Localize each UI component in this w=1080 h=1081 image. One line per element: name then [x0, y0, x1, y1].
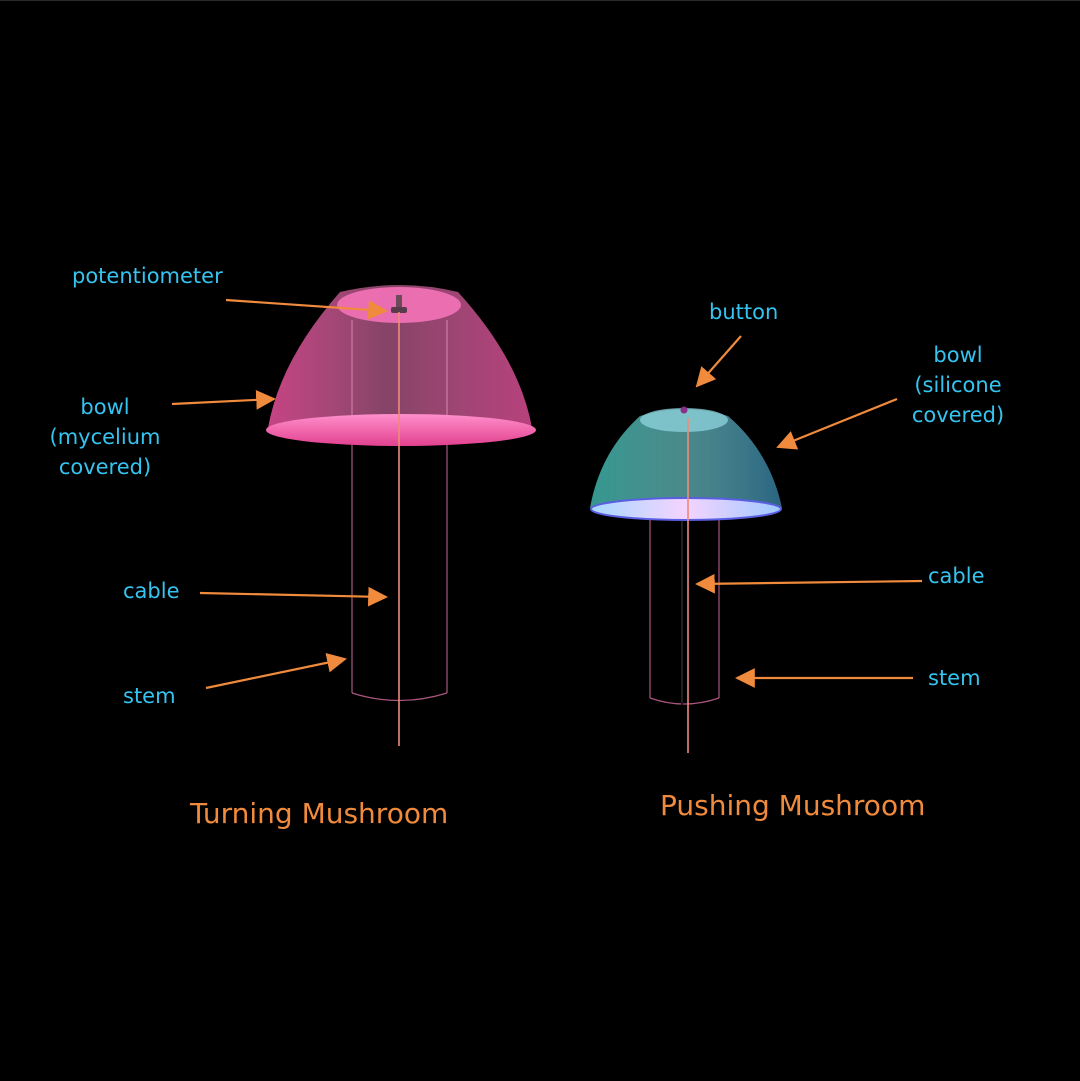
label-button: button: [709, 300, 779, 324]
caption-pushing-mushroom: Pushing Mushroom: [660, 789, 926, 822]
label-pushing-bowl-line1: bowl: [933, 343, 983, 367]
arrow-turning-stem: [205, 652, 347, 690]
potentiometer-icon: [391, 295, 407, 313]
label-turning-bowl-line2: (mycelium: [49, 425, 161, 449]
label-turning-bowl-line3: covered): [58, 455, 152, 479]
pushing-stem: [649, 505, 720, 705]
pushing-mushroom: [590, 406, 782, 753]
label-pushing-cable: cable: [928, 564, 985, 588]
arrow-turning-cable: [199, 586, 388, 607]
label-pushing-bowl: bowl (silicone covered): [895, 340, 1021, 430]
label-turning-bowl-line1: bowl: [80, 395, 130, 419]
callout-arrows: [171, 298, 923, 690]
label-turning-cable: cable: [123, 579, 180, 603]
arrow-pushing-bowl: [776, 397, 898, 450]
arrow-pushing-cable: [695, 573, 923, 594]
label-potentiometer: potentiometer: [72, 264, 223, 288]
arrow-potentiometer: [225, 298, 388, 320]
button-icon: [680, 406, 688, 414]
label-turning-bowl: bowl (mycelium covered): [40, 392, 170, 482]
caption-turning-mushroom: Turning Mushroom: [190, 797, 449, 830]
pushing-bowl-rim: [590, 497, 782, 521]
pushing-bowl-top: [640, 408, 728, 432]
label-pushing-bowl-line3: covered): [911, 403, 1005, 427]
label-pushing-bowl-line2: (silicone: [914, 373, 1002, 397]
turning-mushroom: [266, 285, 536, 746]
arrow-turning-bowl: [171, 389, 276, 410]
top-border: [0, 0, 1080, 1]
turning-bowl-rim: [266, 414, 536, 446]
label-pushing-stem: stem: [928, 666, 981, 690]
label-turning-stem: stem: [123, 684, 176, 708]
arrow-button: [695, 335, 742, 388]
pushing-bowl: [590, 409, 782, 508]
turning-bowl: [268, 285, 532, 428]
